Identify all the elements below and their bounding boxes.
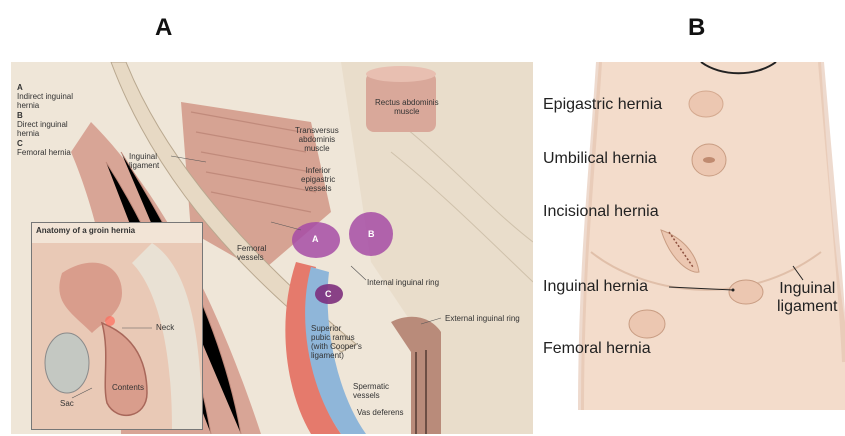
label-spermatic-vessels: Spermatic vessels xyxy=(353,382,389,400)
label-umbilical-hernia: Umbilical hernia xyxy=(543,150,657,168)
legend-key-c: C xyxy=(17,139,23,148)
legend-femoral: C Femoral hernia xyxy=(17,130,127,157)
groin-hernia-inset: Anatomy of a groin hernia Neck Contents … xyxy=(31,222,203,430)
marker-c: C xyxy=(325,290,332,299)
label-inguinal-hernia: Inguinal hernia xyxy=(543,278,648,296)
panel-a-letter: A xyxy=(155,14,172,42)
label-inguinal-ligament: Inguinal ligament xyxy=(129,152,159,170)
inset-title: Anatomy of a groin hernia xyxy=(36,226,135,235)
label-incisional-hernia: Incisional hernia xyxy=(543,203,659,221)
legend-text-c: Femoral hernia xyxy=(17,148,71,157)
marker-a: A xyxy=(312,235,319,244)
label-epigastric-hernia: Epigastric hernia xyxy=(543,96,662,114)
inset-label-contents: Contents xyxy=(112,383,144,392)
inset-label-neck: Neck xyxy=(156,323,174,332)
marker-b: B xyxy=(368,230,375,239)
inset-drawing xyxy=(32,223,202,429)
hernia-locations-illustration: Epigastric hernia Umbilical hernia Incis… xyxy=(541,62,845,410)
legend-key-b: B xyxy=(17,111,23,120)
label-inferior-epigastric: Inferior epigastric vessels xyxy=(301,166,335,193)
panel-b-letter: B xyxy=(688,14,705,42)
label-femoral-vessels: Femoral vessels xyxy=(237,244,266,262)
legend-key-a: A xyxy=(17,83,23,92)
groin-anatomy-illustration: A Indirect inguinal hernia B Direct ingu… xyxy=(11,62,533,434)
label-femoral-hernia: Femoral hernia xyxy=(543,340,651,358)
label-inguinal-ligament-b: Inguinal ligament xyxy=(777,280,837,316)
label-transversus: Transversus abdominis muscle xyxy=(295,126,339,153)
inset-label-sac: Sac xyxy=(60,399,74,408)
label-rectus: Rectus abdominis muscle xyxy=(375,98,439,116)
label-external-ring: External inguinal ring xyxy=(445,314,520,323)
label-vas-deferens: Vas deferens xyxy=(357,408,404,417)
label-superior-pubic-ramus: Superior pubic ramus (with Cooper's liga… xyxy=(311,324,362,360)
label-internal-ring: Internal inguinal ring xyxy=(367,278,439,287)
